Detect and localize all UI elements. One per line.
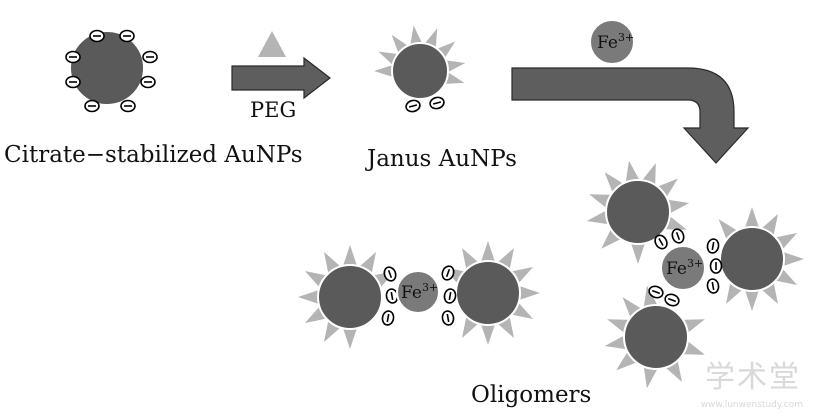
negative-charge-icon <box>66 52 80 63</box>
gold-nanoparticle <box>70 31 144 105</box>
negative-charge-icon <box>405 99 421 113</box>
watermark-url: www.lunwenstudy.com <box>701 400 803 410</box>
negative-charge-icon <box>85 101 99 112</box>
negative-charge-icon <box>670 228 685 245</box>
negative-charge-icon <box>441 310 454 326</box>
peg-triangle-icon <box>258 31 286 57</box>
negative-charge-icon <box>706 238 719 254</box>
negative-charge-icon <box>381 310 394 326</box>
janus-caption: Janus AuNPs <box>365 146 517 172</box>
janus-nanoparticle <box>374 25 465 113</box>
negative-charge-icon <box>143 52 157 63</box>
negative-charge-icon <box>66 77 80 88</box>
gold-nanoparticle <box>318 265 382 329</box>
negative-charge-icon <box>664 292 681 307</box>
negative-charge-icon <box>706 278 719 294</box>
gold-nanoparticle <box>392 43 448 99</box>
negative-charge-icon <box>443 288 456 304</box>
bent-reaction-arrow <box>512 68 748 163</box>
gold-nanoparticle <box>624 305 688 369</box>
gold-nanoparticle <box>456 261 520 325</box>
citrate-caption: Citrate−stabilized AuNPs <box>4 142 303 168</box>
peg-reaction-arrow <box>232 58 330 98</box>
citrate-stabilized-nanoparticle <box>66 31 157 112</box>
gold-nanoparticle <box>720 227 784 291</box>
negative-charge-icon <box>711 259 722 273</box>
watermark-logo: 学术堂 <box>705 352 801 396</box>
negative-charge-icon <box>120 31 134 42</box>
negative-charge-icon <box>440 265 455 282</box>
gold-nanoparticle <box>606 180 670 244</box>
negative-charge-icon <box>90 31 104 42</box>
negative-charge-icon <box>121 101 135 112</box>
peg-label: PEG <box>250 98 296 122</box>
negative-charge-icon <box>141 77 155 88</box>
negative-charge-icon <box>429 96 445 110</box>
oligomers-caption: Oligomers <box>471 382 591 408</box>
